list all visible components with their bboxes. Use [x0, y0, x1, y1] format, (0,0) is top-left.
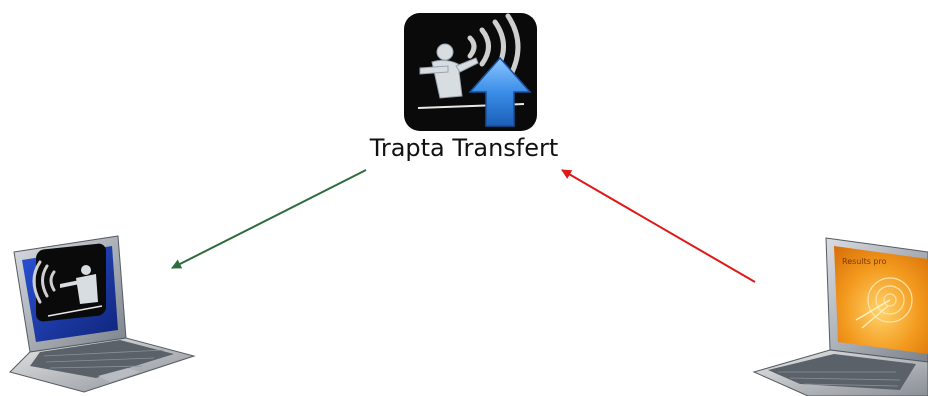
- left-laptop-icon: [9, 235, 196, 393]
- archer-upload-icon: [404, 13, 537, 131]
- app-label: Trapta Transfert: [369, 134, 559, 162]
- right-laptop-icon: Results pro: [752, 237, 928, 396]
- orange-archery-target-icon: Results pro: [842, 257, 913, 329]
- screen-brand-text: Results pro: [842, 257, 887, 266]
- incoming-arrow: [561, 169, 756, 283]
- archer-signal-icon: [32, 243, 106, 322]
- outgoing-arrow: [171, 169, 367, 269]
